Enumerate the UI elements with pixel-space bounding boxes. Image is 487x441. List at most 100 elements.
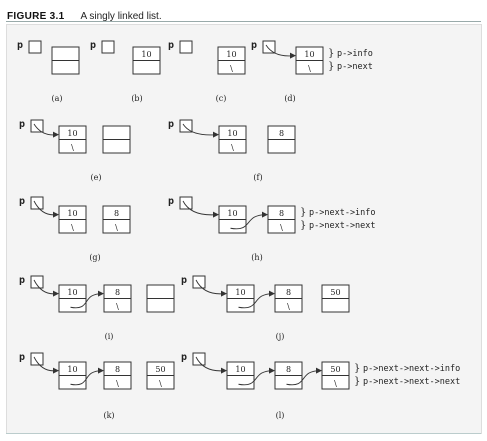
arrowhead (98, 367, 104, 374)
field-annotation: p->next->info (309, 208, 376, 218)
node-info-value: 50 (155, 365, 165, 374)
node-info-value: 10 (67, 365, 77, 374)
panel-caption: (k) (103, 411, 114, 420)
pointer-label: p (168, 40, 174, 51)
field-annotation: p->next->next->info (363, 364, 460, 374)
null-marker: \ (116, 302, 119, 311)
link-arrow (182, 123, 218, 136)
panel-caption: (d) (284, 94, 295, 103)
arrowhead (269, 290, 275, 297)
pointer-label: p (251, 40, 257, 51)
panel-b: p 10 (b) (90, 40, 161, 103)
link-arrow (70, 370, 103, 386)
null-marker: \ (230, 64, 233, 73)
bottom-rule (6, 433, 481, 434)
pointer-label: p (19, 119, 25, 130)
pointer-box (192, 275, 206, 289)
link-arrow (182, 200, 218, 216)
node-info-value: 10 (141, 50, 151, 59)
node-info-value: 10 (67, 209, 77, 218)
link-arrow (70, 293, 103, 309)
node-info-value: 10 (227, 129, 237, 138)
null-marker: \ (71, 143, 74, 152)
node-info-value: 10 (235, 288, 245, 297)
null-marker: \ (334, 379, 337, 388)
node-info-value: 8 (286, 365, 291, 374)
null-marker: \ (280, 223, 283, 232)
arrowhead (290, 52, 296, 59)
pointer-label: p (181, 352, 187, 363)
arrowhead (53, 367, 59, 374)
panel-i: p 10 8 \ (i) (19, 275, 175, 341)
pointer-box (179, 119, 193, 133)
arrowhead (213, 131, 219, 138)
node-info-value: 50 (330, 288, 340, 297)
node-info-value: 10 (227, 209, 237, 218)
panel-c: p 10 \ (c) (168, 40, 246, 103)
null-marker: \ (71, 223, 74, 232)
pointer-box (30, 119, 44, 133)
field-annotation: p->info (337, 49, 373, 59)
panel-caption: (i) (105, 332, 114, 341)
node-info-value: 8 (279, 129, 284, 138)
field-annotation: p->next->next (309, 221, 376, 231)
arrowhead (262, 211, 268, 218)
null-marker: \ (308, 64, 311, 73)
node-info-value: 10 (304, 50, 314, 59)
node-info-value: 8 (115, 288, 120, 297)
node-info-value: 8 (279, 209, 284, 218)
node-info-value: 10 (235, 365, 245, 374)
panel-caption: (a) (51, 94, 62, 103)
null-marker: \ (115, 223, 118, 232)
figure-header: FIGURE 3.1 A singly linked list. (7, 4, 162, 23)
panel-caption: (h) (251, 253, 262, 262)
node-info-value: 10 (226, 50, 236, 59)
figure-caption: A singly linked list. (80, 11, 162, 22)
node-info-value: 8 (114, 209, 119, 218)
brace: } (354, 363, 360, 374)
pointer-box (28, 40, 42, 54)
node-info-value: 10 (67, 288, 77, 297)
panel-caption: (g) (89, 253, 100, 262)
panel-f: p10\8(f) (168, 119, 296, 182)
arrowhead (316, 367, 322, 374)
node-info-value: 8 (115, 365, 120, 374)
panel-caption: (l) (276, 411, 285, 420)
figure-label: FIGURE 3.1 (7, 11, 65, 22)
pointer-box (192, 352, 206, 366)
field-annotation: p->next (337, 62, 373, 72)
arrowhead (221, 367, 227, 374)
link-arrow (286, 370, 321, 386)
null-marker: \ (116, 379, 119, 388)
pointer-box (179, 196, 193, 210)
null-marker: \ (231, 143, 234, 152)
pointer-label: p (19, 352, 25, 363)
field-annotation: p->next->next->next (363, 377, 460, 387)
pointer-box (179, 40, 193, 54)
null-marker: \ (287, 302, 290, 311)
link-arrow (230, 214, 267, 230)
panel-a: p (a) (17, 40, 80, 103)
brace: } (300, 207, 306, 218)
pointer-label: p (17, 40, 23, 51)
header-rule (6, 21, 481, 22)
pointer-label: p (19, 275, 25, 286)
panel-caption: (c) (216, 94, 227, 103)
link-arrow (238, 293, 274, 309)
panel-e: p10\(e) (19, 119, 131, 182)
panel-caption: (j) (276, 332, 285, 341)
panel-g: p10\8\(g) (19, 196, 131, 262)
pointer-box (101, 40, 115, 54)
arrowhead (53, 131, 59, 138)
brace: } (354, 376, 360, 387)
panel-caption: (e) (91, 173, 102, 182)
arrowhead (221, 290, 227, 297)
pointer-label: p (90, 40, 96, 51)
link-arrow (238, 370, 274, 386)
node-info-value: 50 (330, 365, 340, 374)
pointer-box (30, 275, 44, 289)
panel-caption: (b) (131, 94, 142, 103)
